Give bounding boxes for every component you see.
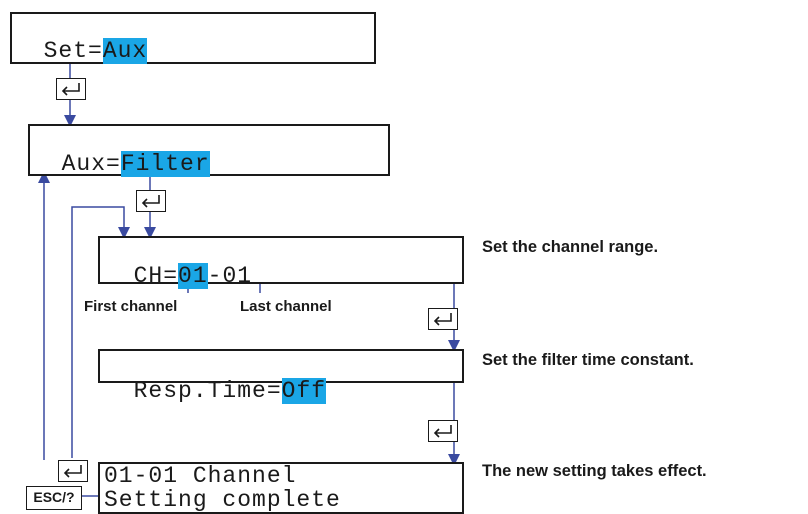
filter-time-description: Set the filter time constant. (482, 351, 694, 369)
enter-key-icon (136, 190, 166, 212)
resp-time-screen-text: Resp.Time=Off (104, 352, 327, 404)
channel-screen-text: CH=01-01 (104, 237, 252, 289)
resp-time-screen (98, 349, 464, 383)
enter-key-icon (428, 308, 458, 330)
enter-key-icon (58, 460, 88, 482)
aux-prefix: Aux= (61, 151, 121, 177)
complete-line-1: 01-01 Channel (104, 463, 297, 489)
set-screen-text: Set=Aux (14, 12, 148, 64)
set-prefix: Set= (43, 38, 103, 64)
esc-key: ESC/? (26, 486, 82, 510)
channel-screen (98, 236, 464, 284)
complete-line-2: Setting complete (104, 487, 341, 513)
first-channel-label: First channel (84, 298, 178, 315)
aux-screen-text: Aux=Filter (32, 125, 210, 177)
enter-key-icon (56, 78, 86, 100)
resp-value: Off (281, 378, 327, 404)
aux-screen (28, 124, 390, 176)
aux-value: Filter (120, 151, 210, 177)
ch-prefix: CH= (133, 263, 179, 289)
enter-key-icon (428, 420, 458, 442)
ch-suffix: -01 (207, 263, 253, 289)
ch-value: 01 (178, 263, 208, 289)
set-value: Aux (102, 38, 148, 64)
resp-prefix: Resp.Time= (133, 378, 282, 404)
effect-description: The new setting takes effect. (482, 462, 707, 480)
last-channel-label: Last channel (240, 298, 332, 315)
set-screen (10, 12, 376, 64)
channel-range-description: Set the channel range. (482, 238, 659, 256)
